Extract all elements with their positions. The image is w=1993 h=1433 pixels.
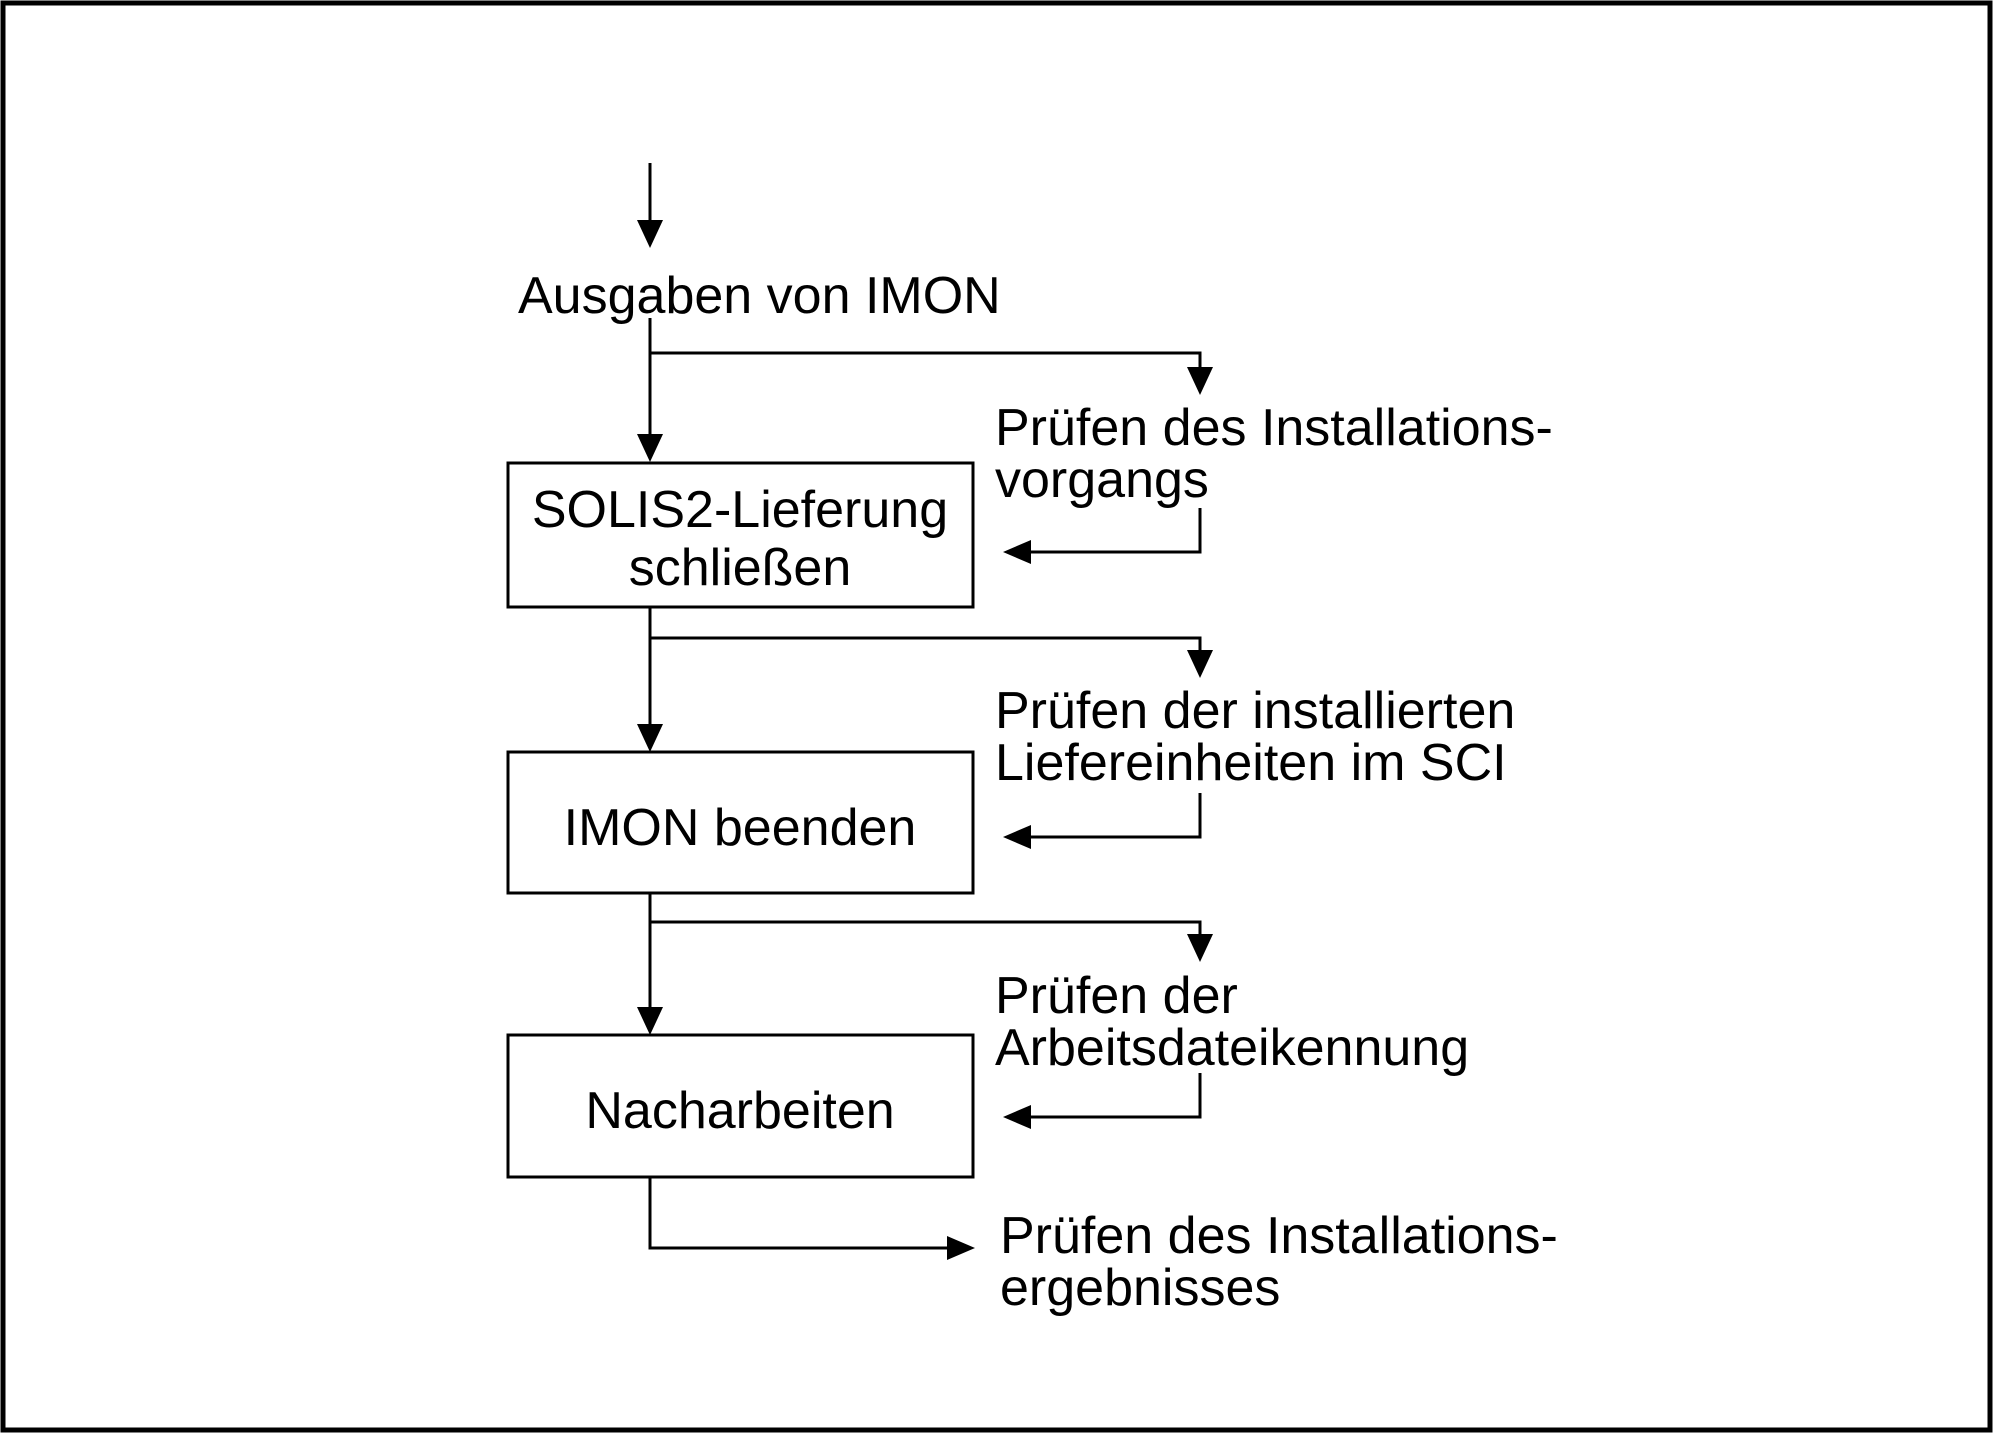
- box-imon-beenden: [506, 750, 975, 895]
- annotation-pruefen-liefereinheiten-line2: Liefereinheiten im SCI: [995, 734, 1507, 792]
- return3-line: [1031, 1073, 1202, 1119]
- arrowhead-down-icon: [637, 434, 663, 462]
- arrowhead-left-icon: [1003, 825, 1031, 849]
- annotation-pruefen-installationsvorgang-line1: Prüfen des Installations-: [995, 399, 1553, 457]
- box-solis2-lieferung-schliessen: [506, 461, 975, 609]
- annotation-pruefen-installationsvorgang-line2: vorgangs: [995, 451, 1209, 509]
- arrowhead-left-icon: [1003, 1105, 1031, 1129]
- return1-line: [1031, 508, 1202, 554]
- annotation-pruefen-installationsergebnis-line1: Prüfen des Installations-: [1000, 1207, 1558, 1265]
- arrowhead-down-icon: [1187, 934, 1213, 962]
- arrowhead-down-icon: [637, 724, 663, 752]
- annotation-pruefen-installationsergebnis-line2: ergebnisses: [1000, 1259, 1280, 1317]
- return2-line: [1031, 793, 1202, 839]
- exit-line: [648, 1177, 947, 1250]
- start-label: Ausgaben von IMON: [518, 267, 1001, 325]
- arrowhead-down-icon: [1187, 367, 1213, 395]
- arrowhead-right-icon: [947, 1236, 975, 1260]
- box-imon-beenden-label: IMON beenden: [564, 799, 917, 857]
- annotation-pruefen-arbeitsdateikennung-line1: Prüfen der: [995, 967, 1238, 1025]
- box-nacharbeiten-label: Nacharbeiten: [585, 1082, 894, 1140]
- arrowhead-down-icon: [637, 1007, 663, 1035]
- arrowhead-down-icon: [637, 220, 663, 248]
- arrowhead-left-icon: [1003, 540, 1031, 564]
- arrowhead-down-icon: [1187, 650, 1213, 678]
- annotation-pruefen-arbeitsdateikennung-line2: Arbeitsdateikennung: [995, 1019, 1469, 1077]
- branch3-line: [650, 920, 1202, 934]
- branch2-line: [650, 636, 1202, 650]
- branch1-line: [650, 351, 1202, 367]
- box-solis2-label-line1: SOLIS2-Lieferung: [532, 481, 948, 539]
- box-solis2-label-line2: schließen: [629, 539, 852, 597]
- box-nacharbeiten: [506, 1033, 975, 1179]
- annotation-pruefen-liefereinheiten-line1: Prüfen der installierten: [995, 682, 1515, 740]
